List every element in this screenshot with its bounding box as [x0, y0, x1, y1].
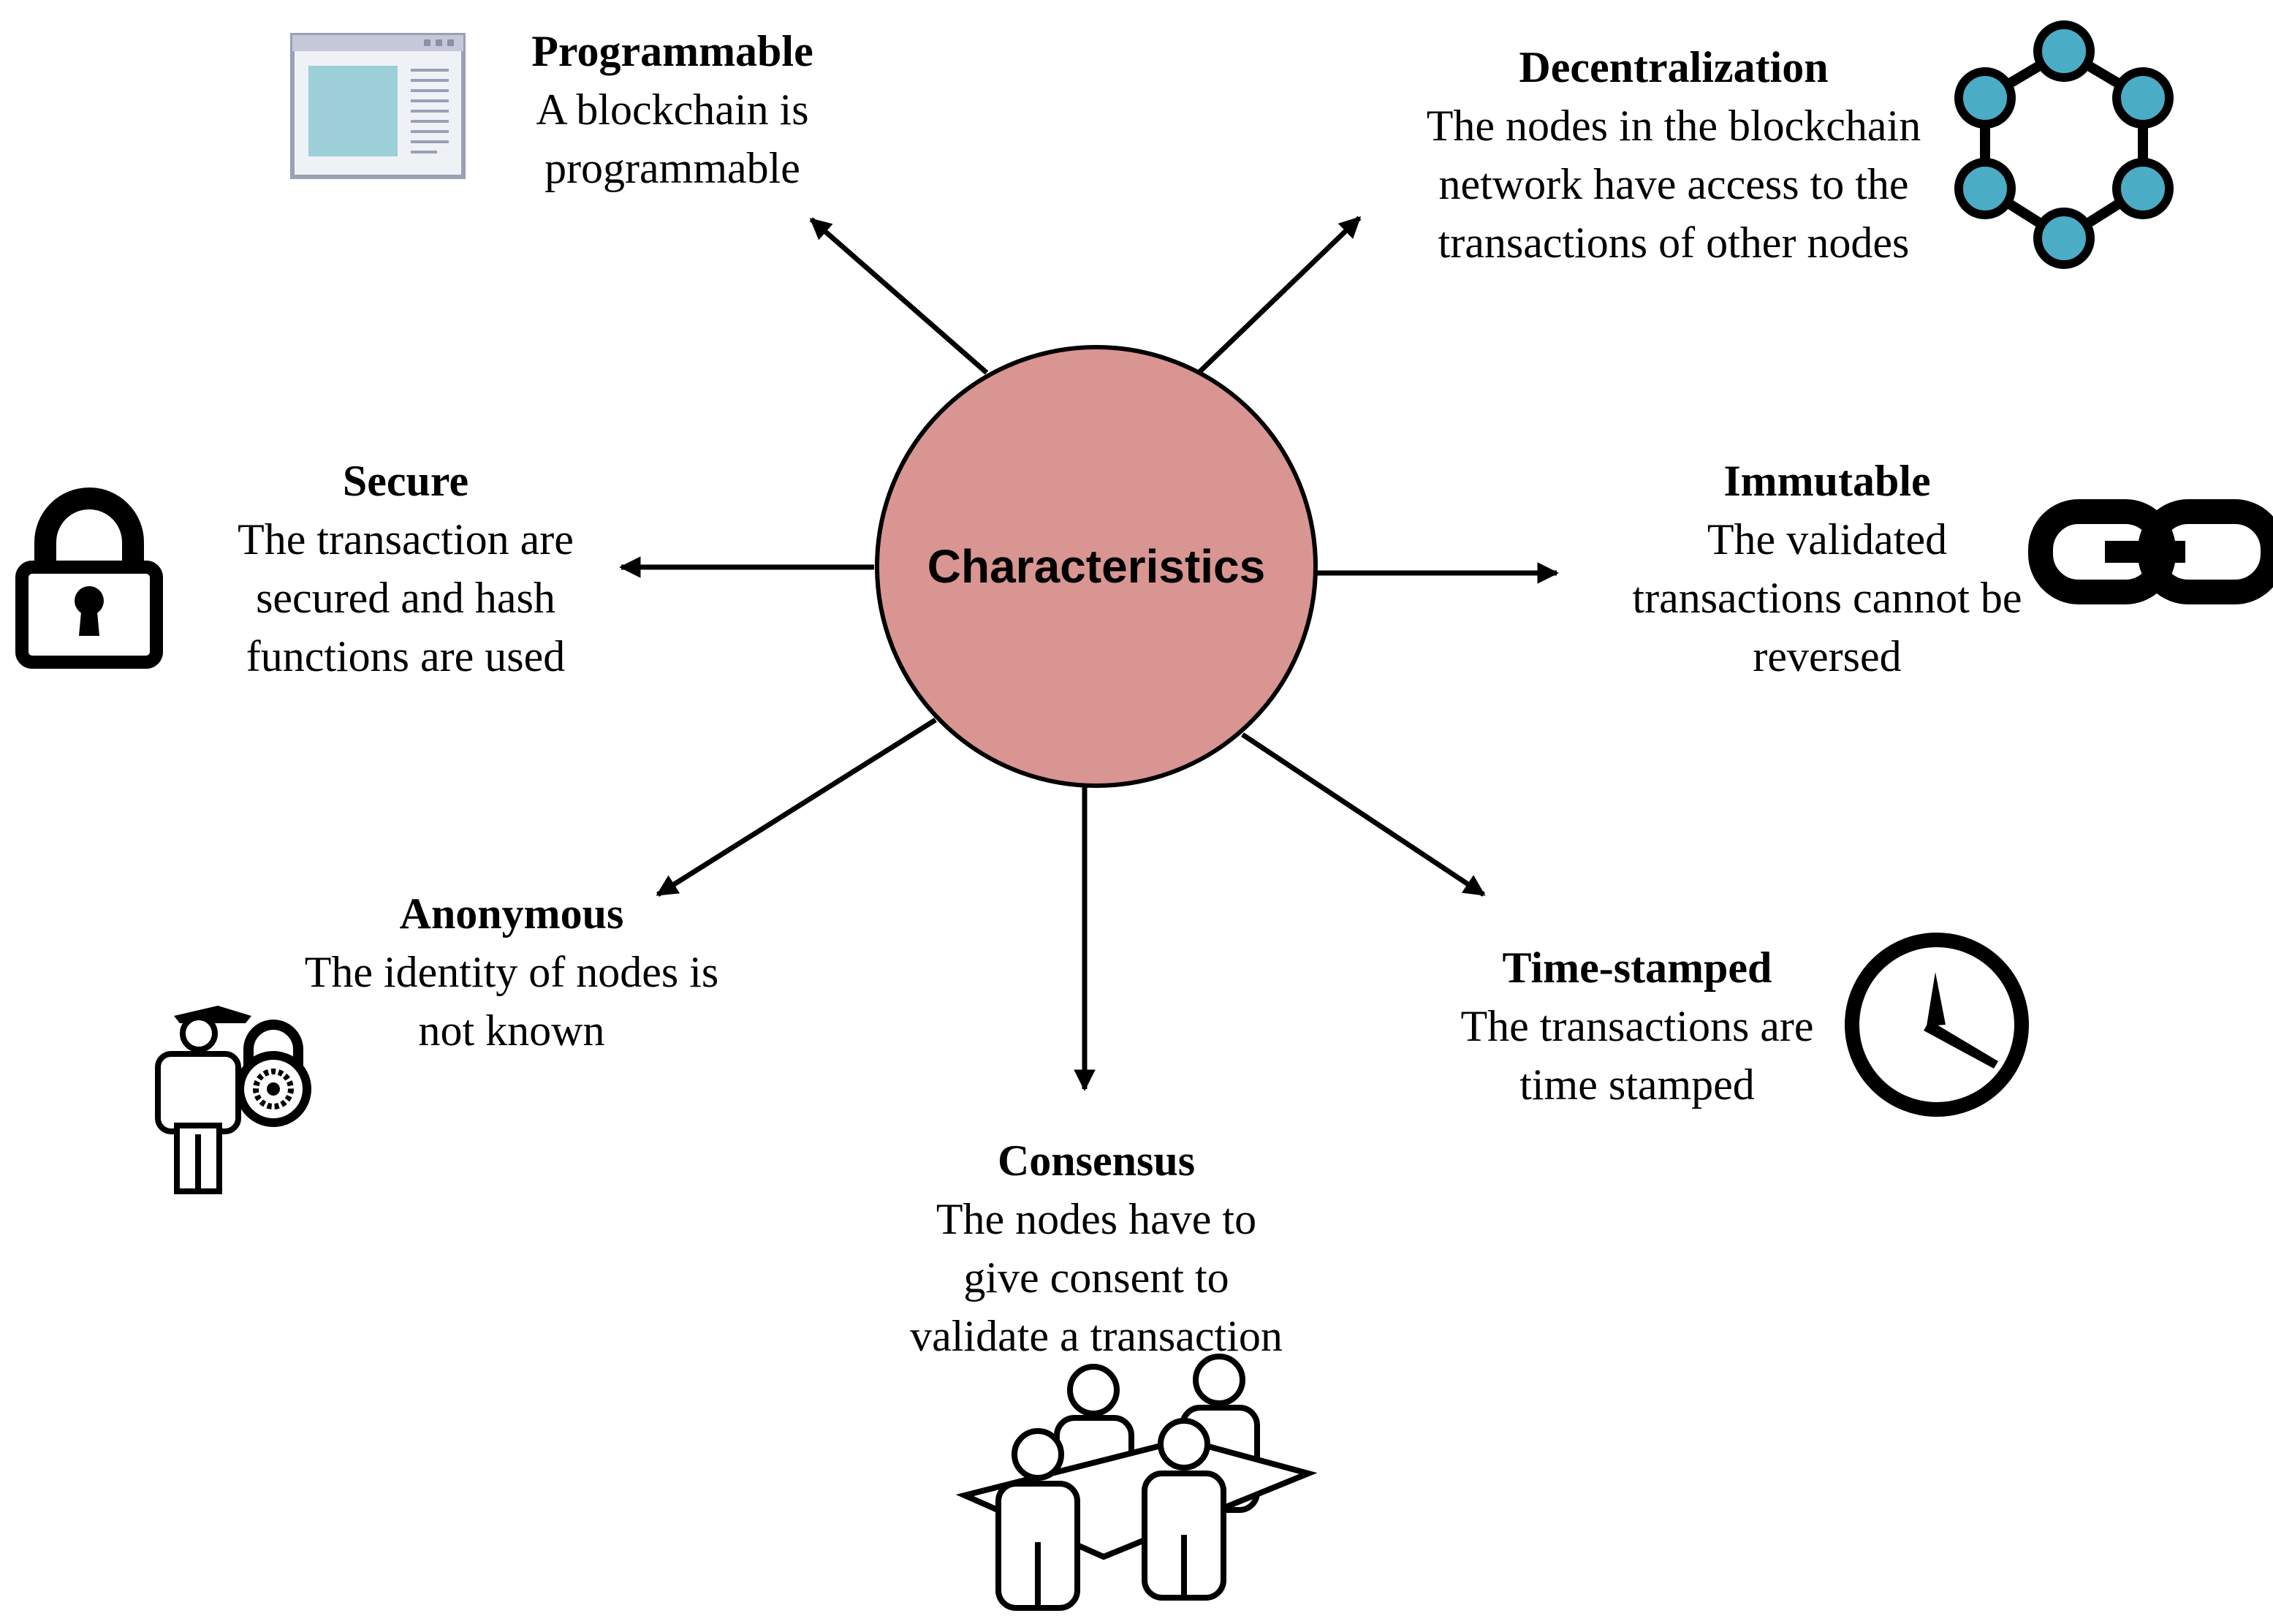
label-time-stamped: Time-stamped The transactions are time s… [1411, 938, 1864, 1114]
desc-secure: The transaction are secured and hash fun… [238, 515, 574, 680]
desc-consensus: The nodes have to give consent to valida… [910, 1195, 1283, 1360]
desc-immutable: The validated transactions cannot be rev… [1632, 515, 2022, 680]
title-immutable: Immutable [1723, 457, 1931, 505]
arrow-anonymous [656, 718, 937, 897]
label-programmable: Programmable A blockchain is programmabl… [490, 22, 855, 197]
title-decentralization: Decentralization [1519, 43, 1829, 91]
clock-icon [1845, 933, 2029, 1117]
desc-programmable: A blockchain is programmable [536, 86, 809, 192]
title-anonymous: Anonymous [399, 889, 624, 938]
title-secure: Secure [342, 457, 469, 505]
browser-window-icon [290, 33, 466, 179]
desc-decentralization: The nodes in the blockchain network have… [1426, 102, 1921, 267]
title-consensus: Consensus [997, 1137, 1196, 1185]
label-secure: Secure The transaction are secured and h… [197, 452, 614, 686]
hub-label: Characteristics [927, 540, 1266, 593]
node-ring-icon [1954, 20, 2174, 269]
label-consensus: Consensus The nodes have to give consent… [840, 1131, 1352, 1365]
title-programmable: Programmable [531, 27, 813, 75]
label-immutable: Immutable The validated transactions can… [1593, 452, 2061, 686]
arrow-time-stamped [1241, 732, 1486, 897]
desc-anonymous: The identity of nodes is not known [304, 948, 719, 1055]
arrow-decentralization [1196, 216, 1362, 375]
arrow-programmable [809, 217, 989, 375]
desc-time-stamped: The transactions are time stamped [1460, 1002, 1814, 1109]
hub-circle [875, 345, 1318, 788]
masked-person-lock-icon [155, 1006, 311, 1194]
title-time-stamped: Time-stamped [1502, 944, 1772, 992]
label-decentralization: Decentralization The nodes in the blockc… [1374, 38, 1973, 272]
label-anonymous: Anonymous The identity of nodes is not k… [256, 884, 767, 1060]
chain-link-icon [2028, 499, 2273, 604]
meeting-group-icon [955, 1354, 1318, 1611]
padlock-icon [15, 487, 163, 669]
